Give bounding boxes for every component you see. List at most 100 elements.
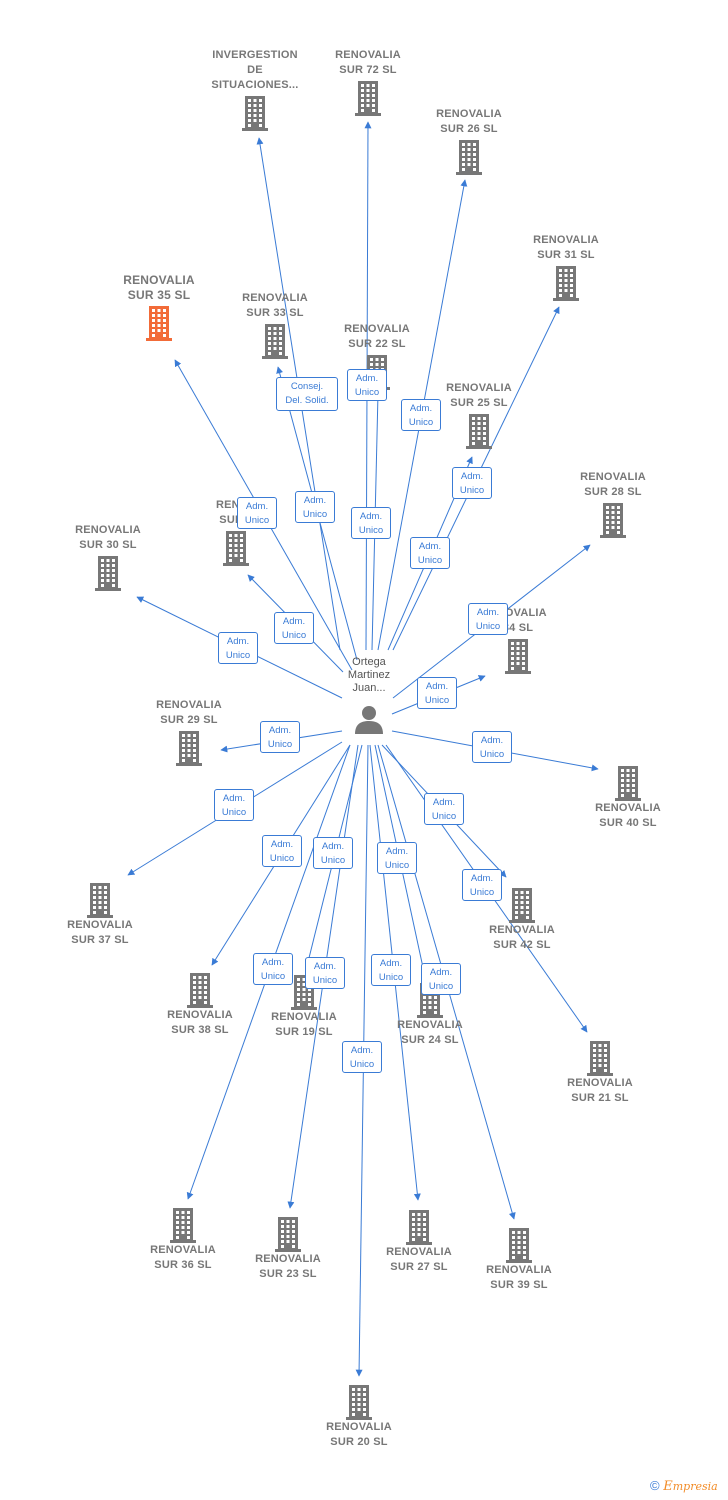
relation-label-sur27[interactable]: Adm.Unico — [371, 954, 411, 986]
relation-label-sur22[interactable]: Adm.Unico — [351, 507, 391, 539]
relation-label-line: Adm. — [476, 607, 500, 618]
relation-label-line: Adm. — [245, 501, 269, 512]
relation-label-line: Adm. — [359, 511, 383, 522]
building-icon — [553, 266, 579, 301]
relation-label-line: Adm. — [429, 967, 453, 978]
relation-label-sur36[interactable]: Adm.Unico — [253, 953, 293, 985]
relation-label-sur30[interactable]: Adm.Unico — [218, 632, 258, 664]
building-icon — [87, 883, 113, 918]
company-node-sur31[interactable]: RENOVALIA SUR 31 SL — [511, 233, 621, 301]
relation-label-sur21[interactable]: Adm.Unico — [462, 869, 502, 901]
relation-label-line: Unico — [431, 811, 457, 822]
relation-label-line: Adm. — [385, 846, 409, 857]
relation-label-invergestion[interactable]: Consej.Del. Solid. — [276, 377, 338, 411]
relation-label-sur42[interactable]: Adm.Unico — [424, 793, 464, 825]
relation-label-sur24[interactable]: Adm. Unico — [377, 842, 417, 874]
company-label-line: RENOVALIA — [271, 1011, 337, 1023]
company-label-line: SUR 23 SL — [259, 1268, 317, 1280]
relation-label-line: Adm. — [409, 403, 433, 414]
relation-label-sur34[interactable]: Adm.Unico — [417, 677, 457, 709]
relation-label-sur39[interactable]: Adm.Unico — [421, 963, 461, 995]
company-label-line: SUR 31 SL — [537, 249, 595, 261]
relation-label-sur40[interactable]: Adm.Unico — [472, 731, 512, 763]
relation-label-line: Adm. — [282, 616, 306, 627]
company-label-line: RENOVALIA — [75, 524, 141, 536]
person-icon — [355, 706, 383, 734]
relation-label-sur33[interactable]: Adm.Unico — [295, 491, 335, 523]
relation-label-sur72[interactable]: Adm.Unico — [347, 369, 387, 401]
company-label-line: RENOVALIA — [397, 1019, 463, 1031]
building-icon — [506, 1228, 532, 1263]
company-node-sur26[interactable]: RENOVALIA SUR 26 SL — [414, 107, 524, 175]
company-label-line: RENOVALIA — [326, 1421, 392, 1433]
relation-label-sur28[interactable]: Adm. Unico — [468, 603, 508, 635]
relation-label-line: Adm. — [355, 373, 379, 384]
company-label-line: SITUACIONES... — [211, 79, 299, 91]
building-icon — [146, 306, 172, 341]
relation-label-line: Unico — [267, 739, 293, 750]
relation-label-sur25[interactable]: Adm.Unico — [410, 537, 450, 569]
relation-label-line: Unico — [244, 515, 270, 526]
relation-label-sur38[interactable]: Adm.Unico — [262, 835, 302, 867]
company-label: RENOVALIA SUR 26 SL — [414, 107, 524, 137]
building-icon — [176, 731, 202, 766]
company-label-line: RENOVALIA — [533, 234, 599, 246]
company-label-line: SUR 40 SL — [599, 817, 657, 829]
company-label-line: SUR 33 SL — [246, 307, 304, 319]
relation-label-line: Unico — [475, 621, 501, 632]
company-label-line: SUR 72 SL — [339, 64, 397, 76]
footer-brand[interactable]: © Empresia — [650, 1478, 718, 1494]
relation-label-sur3x[interactable]: Adm.Unico — [274, 612, 314, 644]
company-label-line: RENOVALIA — [595, 802, 661, 814]
company-label-line: SUR 25 SL — [450, 397, 508, 409]
person-node[interactable]: Ortega Martinez Juan... — [329, 656, 409, 736]
relation-label-sur29[interactable]: Adm.Unico — [260, 721, 300, 753]
company-label-line: SUR 28 SL — [584, 486, 642, 498]
relation-label-line: Unico — [384, 860, 410, 871]
company-label: RENOVALIA SUR 40 SL — [573, 801, 683, 831]
company-label-line: RENOVALIA — [436, 108, 502, 120]
relation-label-sur35[interactable]: Adm. Unico — [237, 497, 277, 529]
relation-label-sur20[interactable]: Adm.Unico — [342, 1041, 382, 1073]
company-label-line: DE — [247, 64, 263, 76]
relation-label-line: Adm. — [303, 495, 327, 506]
company-label-line: SUR 36 SL — [154, 1259, 212, 1271]
relation-label-sur19[interactable]: Adm.Unico — [313, 837, 353, 869]
company-node-sur40[interactable]: RENOVALIA SUR 40 SL — [573, 763, 683, 831]
relation-label-sur31[interactable]: Adm.Unico — [452, 467, 492, 499]
relation-label-sur23[interactable]: Adm.Unico — [305, 957, 345, 989]
relation-label-line: Adm. — [460, 471, 484, 482]
building-icon — [223, 531, 249, 566]
relation-label-sur26[interactable]: Adm.Unico — [401, 399, 441, 431]
relation-label-line: Adm. — [226, 636, 250, 647]
company-label-line: SUR 26 SL — [440, 123, 498, 135]
relation-label-line: Consej. — [290, 381, 324, 392]
relation-label-sur37[interactable]: Adm.Unico — [214, 789, 254, 821]
building-icon — [406, 1210, 432, 1245]
relation-label-line: Unico — [320, 855, 346, 866]
